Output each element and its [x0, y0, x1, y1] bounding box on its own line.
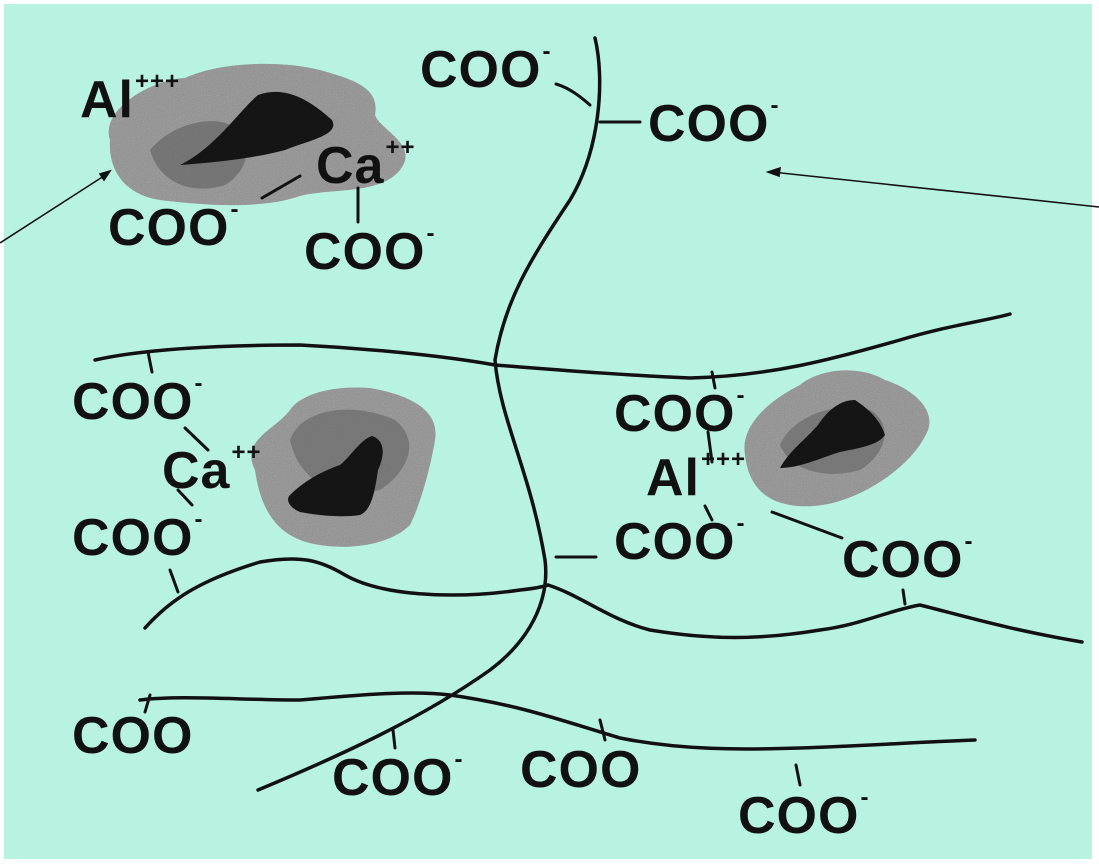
calcium-ion-label: Ca++	[162, 439, 262, 500]
carboxylate-label: COO-	[648, 92, 780, 153]
particle-core	[780, 400, 885, 468]
upper-horizontal-chain	[93, 312, 1012, 380]
pointer-particle-arrowhead	[98, 169, 112, 182]
carboxylate-label: COO-	[72, 370, 204, 431]
carboxylate-label: COO-	[614, 382, 746, 443]
bottom-chain	[138, 691, 977, 751]
main-vertical-chain	[256, 36, 602, 792]
carboxylate-label: COO-	[72, 506, 204, 567]
lower-right-chain	[546, 583, 1084, 644]
side-group-bonds	[143, 82, 907, 787]
particle-top-left	[108, 63, 406, 206]
carboxylate-label: COO-	[842, 528, 974, 589]
particle-middle-right	[744, 370, 930, 507]
pointer-matrix-line	[771, 171, 1099, 208]
carboxylate-label: COO-	[332, 746, 464, 807]
carboxylate-label: COO	[72, 707, 194, 765]
aluminium-ion-label: Al+++	[80, 68, 181, 129]
carboxylate-label: COO-	[304, 220, 436, 281]
pointer-particle-line	[0, 173, 108, 244]
calcium-ion-label: Ca++	[316, 134, 416, 195]
polymer-chains	[93, 36, 1084, 792]
pointer-lines	[0, 166, 1099, 244]
lower-left-chain	[143, 557, 550, 630]
carboxylate-label: COO-	[614, 510, 746, 571]
carboxylate-label: COO-	[108, 196, 240, 257]
carboxylate-label: COO-	[738, 784, 870, 845]
particle-core	[180, 91, 334, 165]
carboxylate-label: COO	[520, 741, 642, 799]
pointer-matrix-arrowhead	[765, 166, 781, 178]
particle-middle-left	[251, 387, 436, 547]
particle-core	[288, 436, 383, 517]
aluminium-ion-label: Al+++	[646, 446, 747, 507]
carboxylate-label: COO-	[420, 38, 552, 99]
